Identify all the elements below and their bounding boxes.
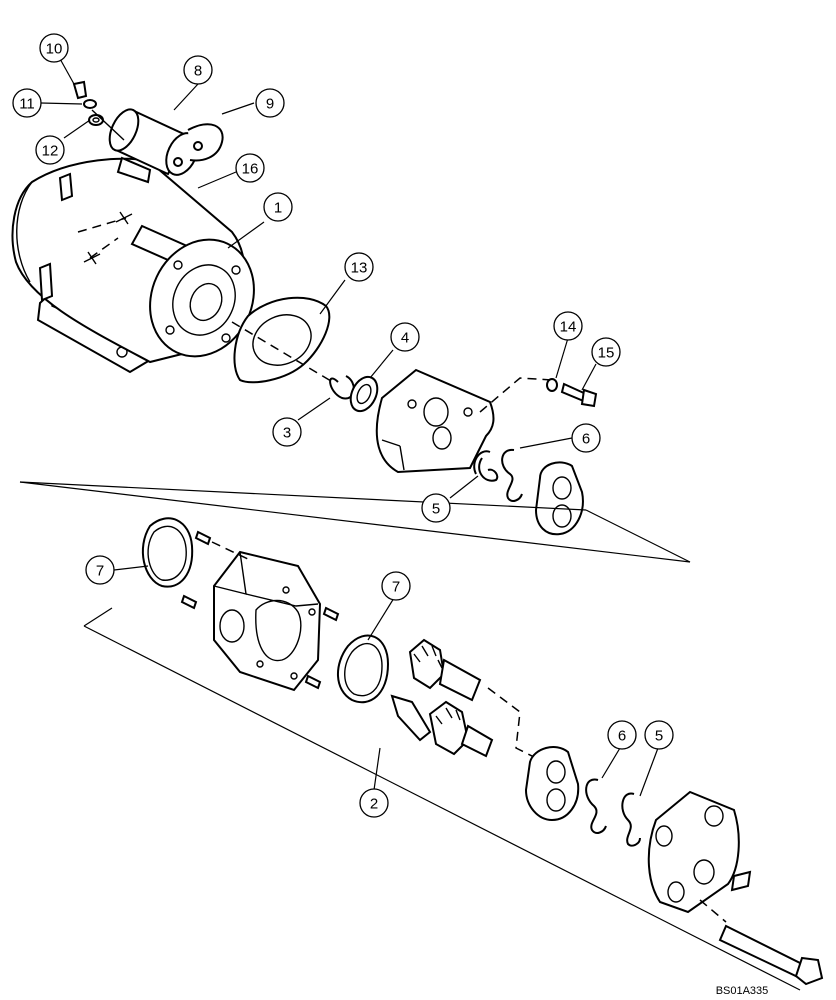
callout-circle	[359, 788, 389, 818]
callout-1: 1	[263, 192, 293, 222]
callout-circle	[553, 311, 583, 341]
seal-5-upper	[473, 450, 499, 482]
o-ring-7-left	[141, 517, 194, 588]
callout-label: 8	[194, 63, 202, 80]
callout-circle	[35, 135, 65, 165]
callout-label: 13	[351, 260, 368, 277]
o-ring-7-right	[336, 634, 390, 704]
callout-circle	[272, 417, 302, 447]
snap-ring-3	[329, 375, 355, 400]
callout-label: 5	[432, 501, 440, 518]
callout-circle	[571, 423, 601, 453]
bolt-15	[560, 382, 598, 408]
callout-label: 5	[655, 728, 663, 745]
callout-label: 11	[19, 96, 35, 113]
callout-10: 10	[39, 33, 69, 63]
bracket-lines	[19, 481, 801, 991]
gasket-13	[231, 296, 347, 391]
callout-5: 5	[644, 720, 674, 750]
seal-6-upper	[501, 448, 523, 502]
callout-circle	[607, 720, 637, 750]
callout-circle	[644, 720, 674, 750]
callout-11: 11	[12, 88, 42, 118]
callout-label: 14	[560, 319, 577, 336]
callout-6: 6	[607, 720, 637, 750]
seal-4	[349, 375, 379, 413]
gear-pump-body	[180, 530, 340, 692]
callout-label: 15	[598, 345, 615, 362]
wear-plate-lower	[524, 746, 580, 822]
callout-layer: 10 8 11 9 12 16 1 13 14 15 4 3 6 5 7 7 6 5 2	[12, 33, 674, 818]
callout-circle	[381, 571, 411, 601]
wear-plate-upper	[534, 461, 584, 536]
rear-cover	[647, 790, 752, 923]
callout-circle	[12, 88, 42, 118]
callout-circle	[255, 88, 285, 118]
callout-4: 4	[390, 322, 420, 352]
callout-13: 13	[344, 252, 374, 282]
callout-9: 9	[255, 88, 285, 118]
callout-circle	[344, 252, 374, 282]
callout-label: 3	[283, 425, 291, 442]
callout-7: 7	[381, 571, 411, 601]
callout-label: 6	[582, 431, 590, 448]
drawing-code: BS01A335	[716, 985, 769, 997]
callout-label: 9	[266, 96, 274, 113]
callout-16: 16	[235, 153, 265, 183]
callout-circle	[263, 192, 293, 222]
seal-6-lower	[585, 778, 607, 834]
callout-14: 14	[553, 311, 583, 341]
callout-label: 10	[46, 41, 63, 58]
callout-label: 4	[401, 330, 409, 347]
callout-12: 12	[35, 135, 65, 165]
callout-circle	[235, 153, 265, 183]
solenoid-assembly	[72, 80, 224, 184]
callout-label: 2	[370, 796, 378, 813]
callout-label: 6	[618, 728, 626, 745]
callout-label: 16	[242, 161, 259, 178]
long-bolt	[718, 924, 824, 986]
callout-8: 8	[183, 55, 213, 85]
callout-label: 7	[392, 579, 400, 596]
leader-lines	[40, 47, 659, 797]
callout-circle	[591, 337, 621, 367]
callout-circle	[390, 322, 420, 352]
callout-label: 1	[274, 200, 282, 217]
drive-gear	[408, 638, 482, 702]
washer-14	[546, 378, 558, 392]
callout-circle	[421, 493, 451, 523]
callout-3: 3	[272, 417, 302, 447]
callout-circle	[183, 55, 213, 85]
front-flange	[375, 368, 553, 474]
callout-6: 6	[571, 423, 601, 453]
callout-15: 15	[591, 337, 621, 367]
motor-assembly	[11, 157, 255, 374]
callout-circle	[85, 555, 115, 585]
callout-5: 5	[421, 493, 451, 523]
seal-5-lower	[621, 792, 641, 847]
driven-gear	[390, 694, 494, 758]
callout-7: 7	[85, 555, 115, 585]
callout-2: 2	[359, 788, 389, 818]
callout-label: 7	[96, 563, 104, 580]
callout-circle	[39, 33, 69, 63]
callout-label: 12	[42, 143, 59, 160]
